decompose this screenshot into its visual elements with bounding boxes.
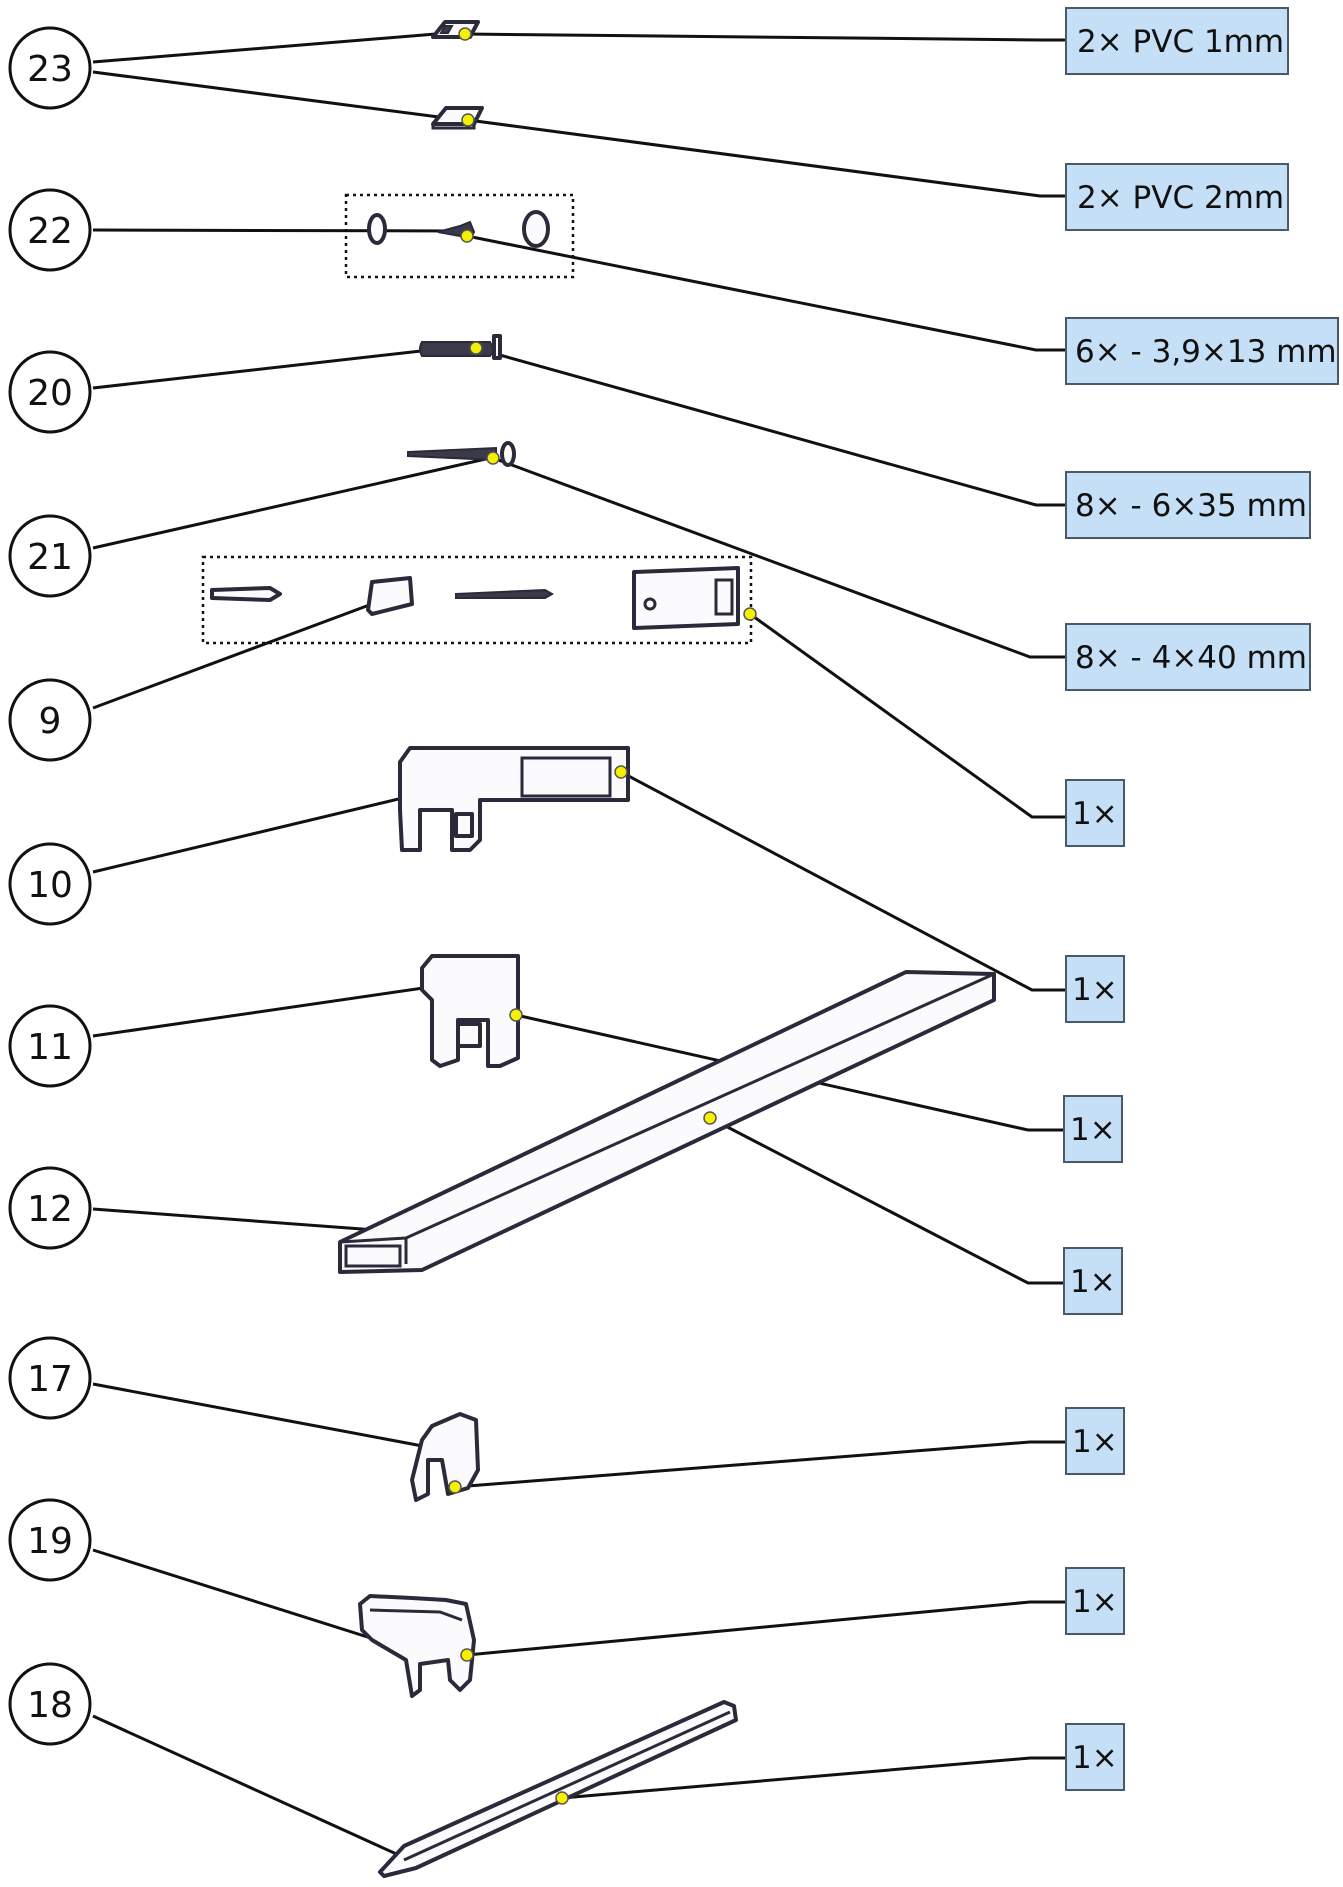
svg-text:1×: 1× (1072, 1584, 1118, 1620)
svg-text:1×: 1× (1072, 972, 1118, 1008)
leader-11-label (515, 1013, 1064, 1132)
marker-22 (460, 229, 474, 243)
leader-20-num (92, 348, 431, 390)
label-10: 1× (1065, 955, 1125, 1023)
label-17: 1× (1065, 1407, 1125, 1475)
leader-9-label (749, 612, 1066, 819)
svg-text:6× - 3,9×13 mm: 6× - 3,9×13 mm (1075, 334, 1337, 370)
small-screw-set (344, 193, 575, 279)
label-18: 1× (1065, 1723, 1125, 1791)
svg-text:1×: 1× (1072, 1740, 1118, 1776)
profile-bar (338, 970, 996, 1274)
leader-23a-num (92, 30, 461, 64)
label-12: 1× (1063, 1247, 1123, 1315)
svg-text:2× PVC 2mm: 2× PVC 2mm (1077, 180, 1284, 216)
svg-text:1×: 1× (1072, 796, 1118, 832)
label-9: 1× (1065, 779, 1125, 847)
svg-text:1×: 1× (1072, 1424, 1118, 1460)
leader-18-num (92, 1714, 415, 1864)
part-number-12: 12 (8, 1166, 92, 1250)
part-number-23: 23 (8, 26, 92, 110)
svg-text:22: 22 (27, 211, 73, 252)
marker-18 (555, 1791, 569, 1805)
leader-18-label (561, 1756, 1066, 1800)
label-21: 8× - 4×40 mm (1065, 623, 1311, 691)
marker-23a (458, 27, 472, 41)
label-20: 8× - 6×35 mm (1065, 471, 1311, 539)
marker-19 (460, 1648, 474, 1662)
wall-plug (419, 334, 502, 360)
svg-text:1×: 1× (1070, 1112, 1116, 1148)
leader-23a-label (464, 32, 1066, 42)
svg-text:17: 17 (27, 1359, 73, 1400)
leader-20-label (481, 348, 1066, 507)
svg-text:19: 19 (27, 1521, 73, 1562)
marker-11 (509, 1008, 523, 1022)
mounting-set-dotted-box (201, 555, 753, 645)
part-number-17: 17 (8, 1336, 92, 1420)
leader-17-num (92, 1382, 434, 1450)
part-number-11: 11 (8, 1004, 92, 1088)
markers (448, 27, 757, 1805)
svg-text:1×: 1× (1070, 1264, 1116, 1300)
leader-17-label (454, 1440, 1066, 1489)
marker-20 (469, 341, 483, 355)
pvc-shim-2mm (431, 106, 484, 130)
marker-9 (743, 607, 757, 621)
wall-bracket (398, 746, 630, 852)
screw-set-dotted-box (344, 193, 575, 279)
leader-19-label (466, 1600, 1066, 1657)
end-piece-17 (410, 1412, 480, 1502)
marker-17 (448, 1480, 462, 1494)
part-number-19: 19 (8, 1498, 92, 1582)
label-leaders (454, 32, 1066, 1800)
svg-text:10: 10 (27, 865, 73, 906)
part-number-18: 18 (8, 1662, 92, 1746)
label-19: 1× (1065, 1567, 1125, 1635)
mounting-set (201, 555, 753, 645)
corner-piece-19 (358, 1594, 476, 1698)
marker-12 (703, 1111, 717, 1125)
quantity-labels: 2× PVC 1mm 2× PVC 2mm 6× - 3,9×13 mm 8× … (1063, 7, 1339, 1791)
svg-text:8× - 6×35 mm: 8× - 6×35 mm (1075, 488, 1307, 524)
rod-18 (378, 1700, 738, 1878)
leader-23b-num (92, 70, 463, 122)
leader-12-num (92, 1207, 403, 1234)
svg-text:11: 11 (27, 1027, 73, 1068)
label-11: 1× (1063, 1095, 1123, 1163)
leader-23b-label (467, 118, 1066, 198)
svg-text:23: 23 (27, 49, 73, 90)
leader-22-label (466, 234, 1066, 352)
leader-10-label (620, 770, 1066, 992)
part-number-9: 9 (8, 678, 92, 762)
leader-9-num (92, 602, 373, 710)
leader-21-label (492, 456, 1066, 659)
part-number-22: 22 (8, 188, 92, 272)
part-number-20: 20 (8, 350, 92, 434)
leader-21-num (92, 456, 491, 550)
glass-clamp (420, 954, 520, 1068)
marker-21 (486, 451, 500, 465)
long-screw (407, 441, 516, 467)
label-23a: 2× PVC 1mm (1065, 7, 1289, 75)
svg-text:2× PVC 1mm: 2× PVC 1mm (1077, 24, 1284, 60)
part-number-21: 21 (8, 514, 92, 598)
part-number-circles: 23 22 20 21 9 10 11 12 (8, 26, 92, 1746)
leader-12-label (709, 1116, 1064, 1285)
svg-text:20: 20 (27, 373, 73, 414)
svg-text:21: 21 (27, 537, 73, 578)
marker-10 (614, 765, 628, 779)
part-number-10: 10 (8, 842, 92, 926)
label-23b: 2× PVC 2mm (1065, 163, 1289, 231)
svg-text:12: 12 (27, 1189, 73, 1230)
marker-23b (461, 113, 475, 127)
number-leaders (92, 30, 491, 1864)
leader-22-num (92, 228, 461, 233)
svg-text:9: 9 (39, 701, 62, 742)
svg-text:18: 18 (27, 1685, 73, 1726)
svg-text:8× - 4×40 mm: 8× - 4×40 mm (1075, 640, 1307, 676)
label-22: 6× - 3,9×13 mm (1065, 317, 1339, 385)
leader-11-num (92, 983, 445, 1038)
